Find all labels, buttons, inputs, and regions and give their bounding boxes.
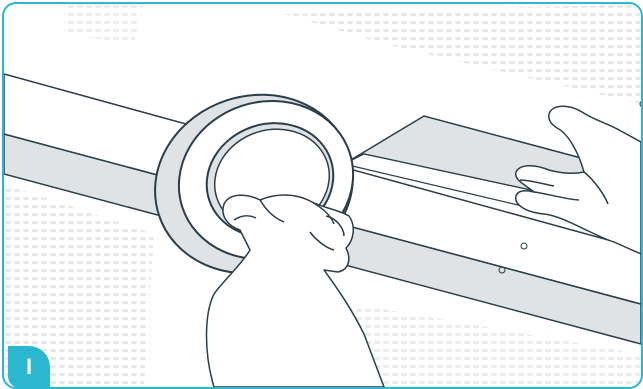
step-badge: I [8,346,50,388]
instruction-illustration [4,4,641,387]
step-label: I [26,354,32,380]
